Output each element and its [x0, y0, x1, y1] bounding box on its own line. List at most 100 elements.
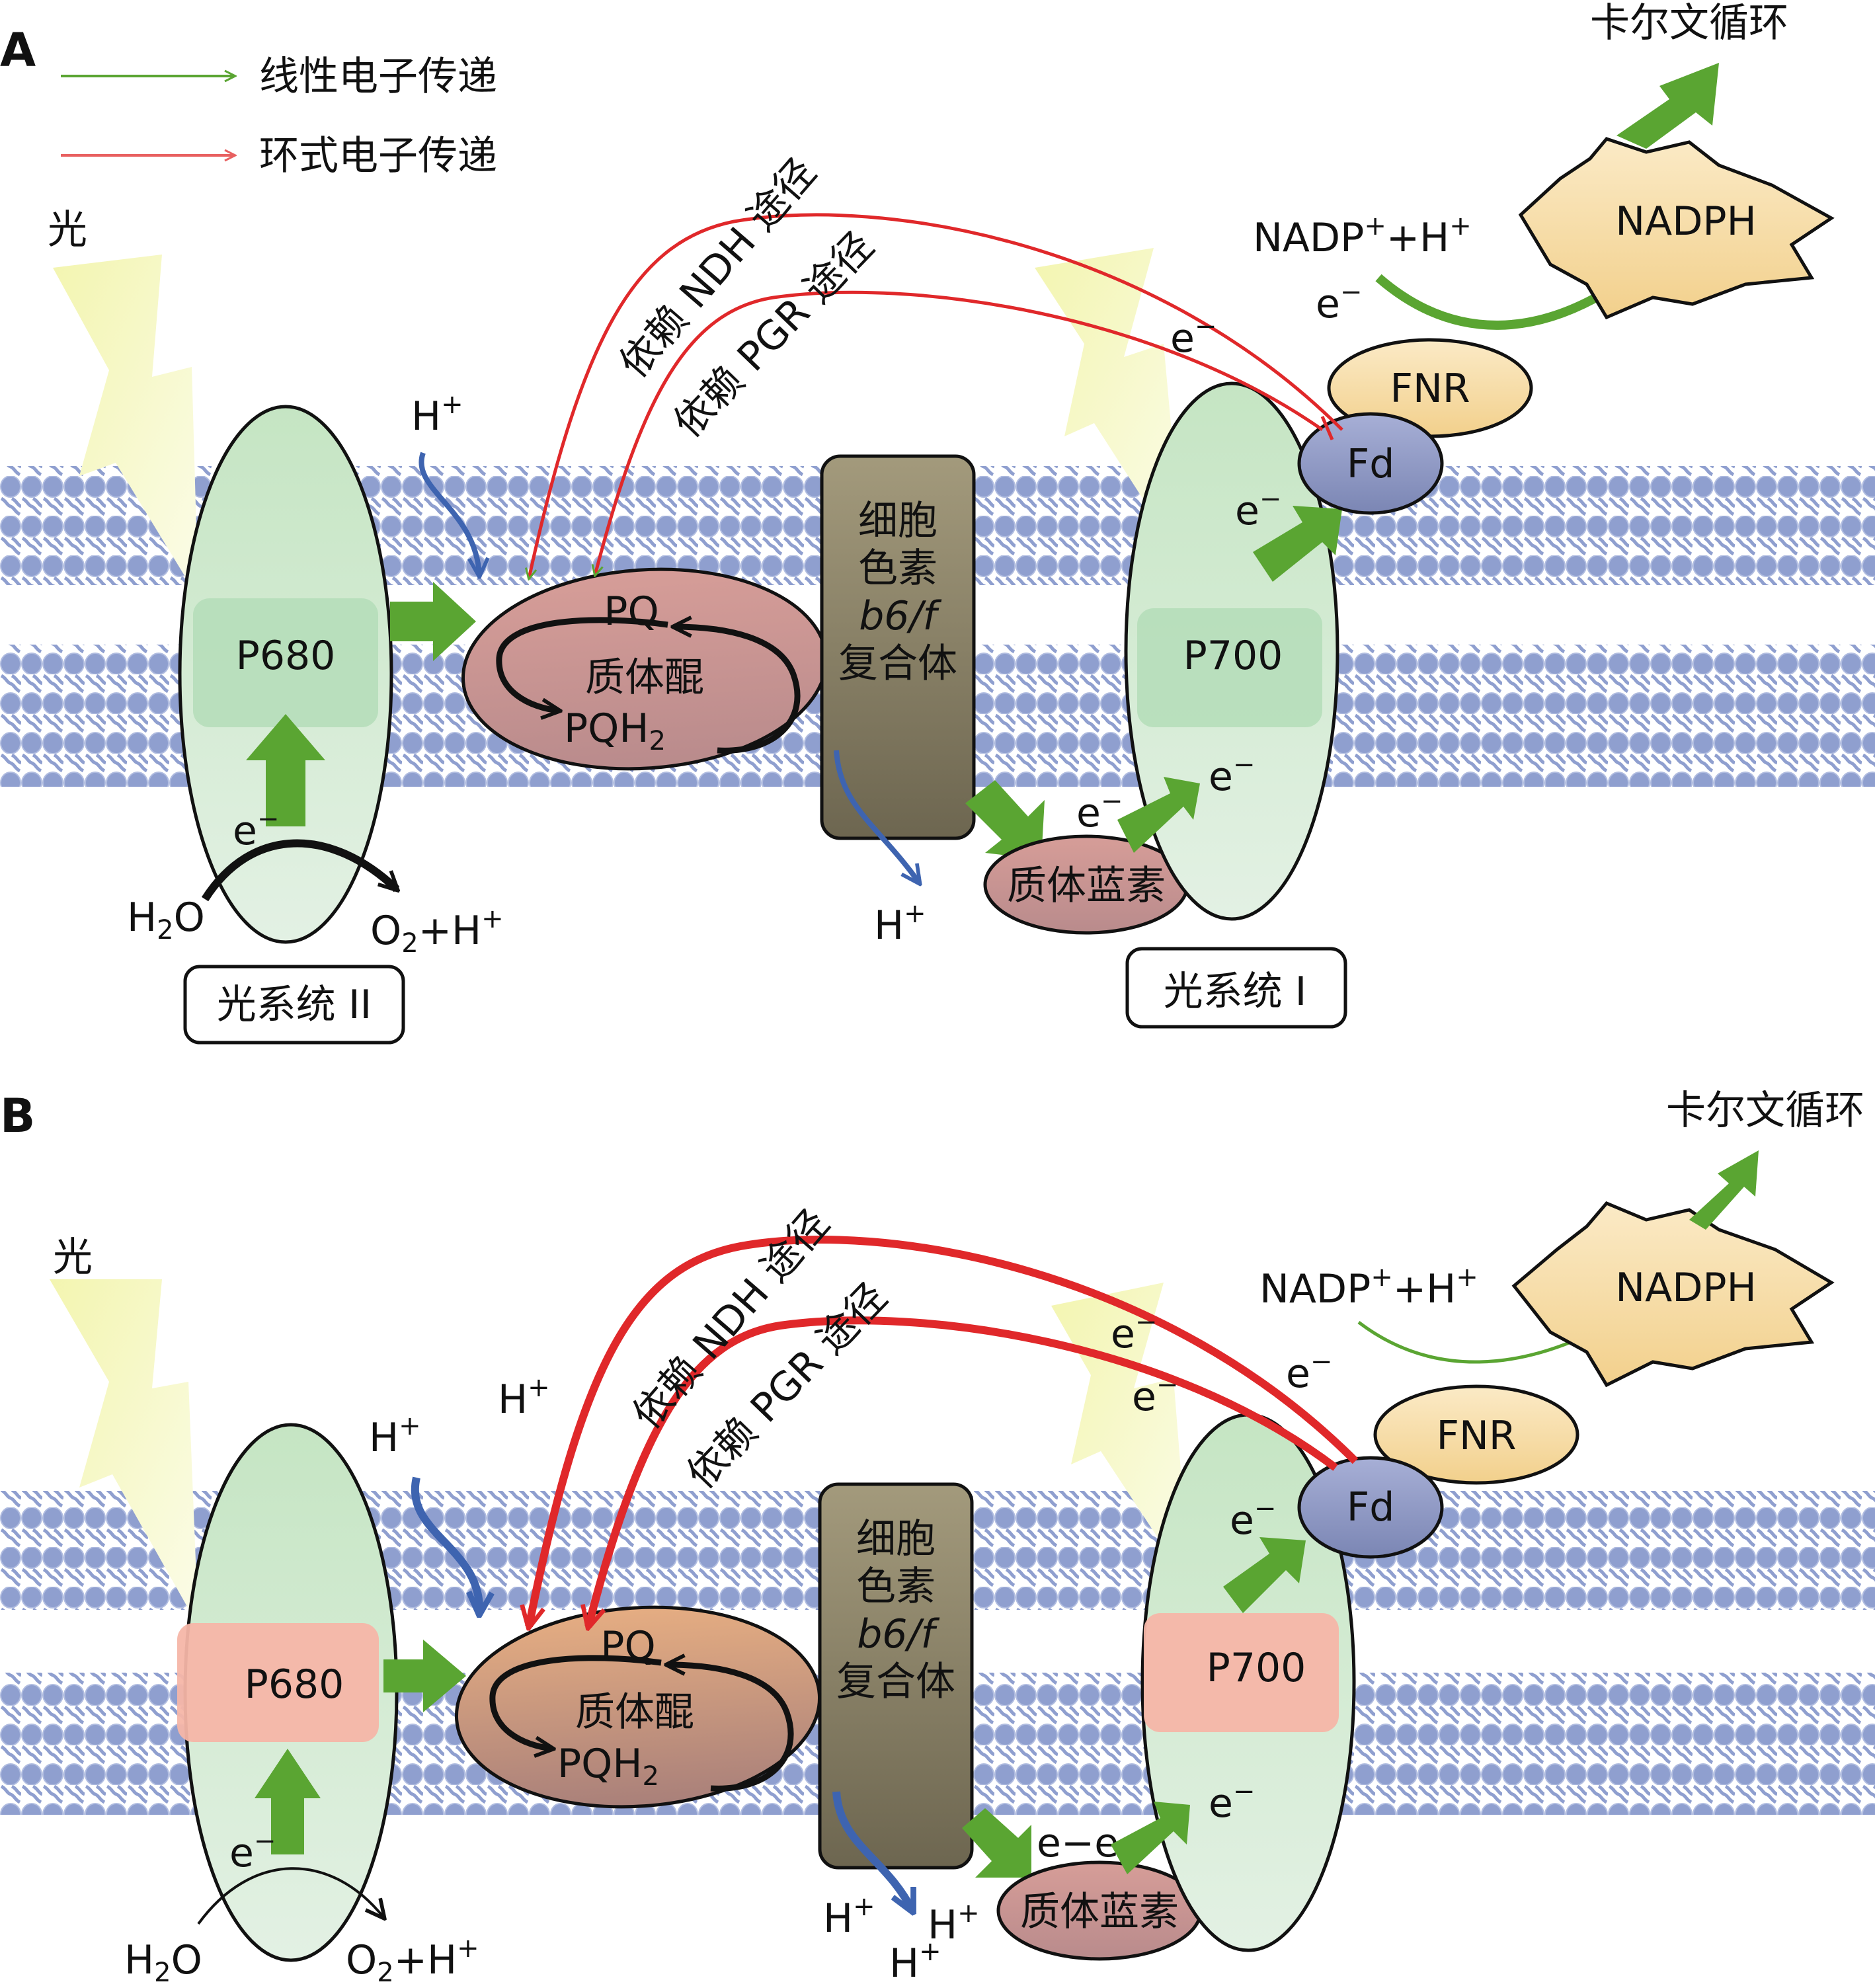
p700-label: P700: [1183, 633, 1283, 679]
legend: 线性电子传递 环式电子传递: [61, 54, 497, 179]
green-arrow-p700-fd: [1253, 506, 1342, 582]
p680-center: [177, 1623, 379, 1742]
cyt-line-4: 复合体: [836, 1659, 955, 1705]
pq-label: PQ: [600, 1623, 655, 1669]
cyt-line-2: 色素: [858, 545, 938, 592]
ndh-pathway-label: 依赖 NDH 途径: [610, 149, 825, 387]
electron-label: e−: [1111, 1307, 1157, 1357]
green-arrow-nadph: [1375, 274, 1623, 330]
ps2-label: 光系统 II: [217, 982, 372, 1028]
electron-label: e−: [1170, 311, 1217, 362]
legend-linear-label: 线性电子传递: [259, 54, 497, 100]
pq-name: 质体醌: [575, 1689, 694, 1735]
lightning-bolt-icon: [53, 255, 198, 598]
fd-label: Fd: [1347, 1484, 1395, 1531]
calvin-label: 卡尔文循环: [1666, 1088, 1864, 1134]
plastocyanin-label: 质体蓝素: [1020, 1889, 1179, 1935]
electron-label: e−: [233, 804, 279, 854]
fnr: [1373, 1384, 1579, 1485]
cyt-line-3: b6/f: [859, 593, 941, 639]
cytochrome-b6f: [818, 1482, 974, 1870]
electron-label: e−: [1286, 1347, 1332, 1397]
proton-arrow-in: [419, 452, 479, 575]
green-arrow-cyt-pc: [962, 1808, 1031, 1878]
nadp-label: NADP++H+: [1253, 211, 1472, 261]
green-arrow-cyt-pc: [965, 780, 1045, 859]
pq-name: 质体醌: [585, 655, 704, 701]
light-label: 光: [53, 1234, 93, 1281]
nadph-label: NADPH: [1615, 1265, 1756, 1311]
oxygen-label: O2+H+: [370, 904, 504, 959]
cyt-line-3: b6/f: [857, 1611, 939, 1657]
green-arrow-up: [255, 1749, 321, 1854]
p680-center: [193, 598, 378, 727]
cyclic-arrow-pgr: [595, 290, 1324, 575]
proton-out-label: H+: [874, 898, 926, 949]
oxygen-label: O2+H+: [346, 1933, 479, 1988]
electron-label: e−: [1209, 750, 1255, 800]
electron-label: e−: [1076, 786, 1123, 836]
panel-a: A 线性电子传递 环式电子传递 光 P680 e− H2O O2+H+ 光系统 …: [0, 0, 1875, 1045]
cyclic-tick: [1320, 416, 1334, 440]
electron-label: e−: [1209, 1776, 1255, 1827]
cyt-line-1: 细胞: [858, 498, 938, 544]
legend-cyclic-label: 环式电子传递: [259, 133, 497, 179]
panel-b: B 光 P680 e− H2O O2+H+ H+ H+ PQ 质体醌 PQH2 …: [0, 1088, 1875, 1988]
green-arrow-pc-p700: [1117, 777, 1200, 853]
pq-cycle-arrow-left: [496, 617, 668, 711]
panel-label-a: A: [0, 23, 36, 77]
green-arrow-p680-pq: [390, 582, 476, 661]
cyclic-arrow-ndh: [529, 213, 1343, 578]
water-label: H2O: [124, 1937, 202, 1988]
fnr-label: FNR: [1436, 1413, 1516, 1459]
cyt-line-4: 复合体: [838, 641, 957, 687]
proton-label: H+: [369, 1411, 421, 1461]
proton-label: H+: [411, 389, 463, 440]
cytochrome-b6f: [820, 454, 976, 840]
lightning-bolt-icon: [1051, 1283, 1190, 1587]
nadph-starburst: [1511, 1201, 1835, 1388]
green-arrow-calvin: [1616, 63, 1719, 149]
pq-label: PQ: [604, 588, 658, 635]
green-arrow-calvin: [1689, 1150, 1759, 1230]
ps2-label-box: [183, 965, 405, 1045]
electron-label: e−: [1230, 1493, 1276, 1544]
green-arrow-p680-pq: [383, 1640, 466, 1712]
ps1-label-box: [1125, 947, 1347, 1029]
lightning-bolt-icon: [50, 1279, 198, 1626]
water-split-arrow: [201, 839, 397, 902]
nadph-label: NADPH: [1615, 198, 1756, 245]
cyclic-arrow-pgr: [588, 1316, 1338, 1626]
ps1-label: 光系统 I: [1164, 969, 1307, 1015]
pq-cycle-arrow-right: [668, 1665, 794, 1792]
pq-cycle-arrow-right: [674, 627, 801, 754]
proton-arrow-in: [411, 1476, 479, 1613]
ferredoxin: [1297, 1456, 1444, 1559]
proton-arrow-out: [834, 750, 919, 883]
water-split-arrow: [197, 1867, 383, 1925]
water-label: H2O: [127, 895, 205, 945]
proton-out-label: H+: [928, 1898, 980, 1948]
p680-label: P680: [236, 633, 336, 679]
nadp-label: NADP++H+: [1259, 1262, 1478, 1312]
fd-label: Fd: [1347, 441, 1395, 487]
p700-label: P700: [1207, 1645, 1306, 1691]
light-label: 光: [48, 207, 87, 253]
nadph-starburst: [1518, 137, 1835, 320]
green-arrow-pc-p700: [1111, 1802, 1190, 1874]
cyt-line-1: 细胞: [856, 1516, 936, 1562]
green-arrow-p700-fd: [1223, 1537, 1306, 1613]
proton-out-label: H+: [823, 1891, 875, 1942]
electron-label: e−: [229, 1826, 276, 1876]
proton-label: H+: [498, 1372, 550, 1423]
pqh2-label: PQH2: [557, 1741, 659, 1792]
cyclic-arrow-ndh: [529, 1236, 1359, 1626]
green-arrow-up: [246, 714, 325, 826]
electron-label: e−: [1316, 277, 1362, 327]
proton-arrow-out: [832, 1791, 912, 1911]
pq-cycle-arrow-left: [489, 1655, 662, 1749]
electron-label: e−: [1235, 484, 1281, 534]
pqh2-label: PQH2: [564, 705, 666, 756]
p700-center: [1144, 1613, 1339, 1732]
